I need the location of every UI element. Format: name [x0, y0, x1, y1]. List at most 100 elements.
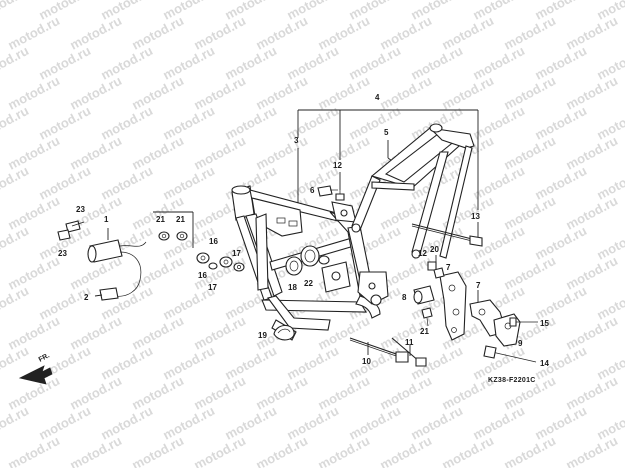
callout-7-right: 7 [476, 281, 481, 290]
watermark-text: motod.ru [5, 73, 62, 113]
watermark-text: motod.ru [0, 43, 31, 83]
watermark-text: motod.ru [5, 433, 62, 468]
watermark-text: motod.ru [129, 373, 186, 413]
watermark-text: motod.ru [5, 253, 62, 293]
watermark-text: motod.ru [532, 163, 589, 203]
callout-17-lower: 17 [208, 283, 217, 292]
ignition-coil [87, 239, 147, 301]
watermark-text: motod.ru [501, 193, 558, 233]
watermark-text: motod.ru [129, 253, 186, 293]
bolt-21-right [421, 307, 433, 327]
watermark-text: motod.ru [501, 73, 558, 113]
watermark-text: motod.ru [0, 0, 31, 23]
watermark-text: motod.ru [253, 73, 310, 113]
watermark-text: motod.ru [377, 373, 434, 413]
front-direction-label: FR. [38, 352, 51, 364]
callout-4: 4 [375, 93, 380, 102]
watermark-text: motod.ru [160, 403, 217, 443]
bolt-12-right [427, 261, 437, 271]
callout-16-upper: 16 [209, 237, 218, 246]
collar-8 [413, 285, 435, 305]
watermark-text: motod.ru [532, 103, 589, 143]
leader-2 [94, 294, 103, 297]
watermark-text: motod.ru [284, 43, 341, 83]
watermark-text: motod.ru [160, 163, 217, 203]
watermark-text: motod.ru [36, 283, 93, 323]
callout-16-lower: 16 [198, 271, 207, 280]
long-bolt-13 [411, 223, 483, 247]
watermark-text: motod.ru [129, 313, 186, 353]
watermark-text: motod.ru [532, 43, 589, 83]
watermark-text: motod.ru [470, 43, 527, 83]
watermark-text: motod.ru [501, 253, 558, 293]
callout-17-upper: 17 [232, 249, 241, 258]
callout-22: 22 [304, 279, 313, 288]
watermark-text: motod.ru [0, 403, 31, 443]
callout-19: 19 [258, 331, 267, 340]
watermark-text: motod.ru [36, 163, 93, 203]
callout-21-right: 21 [420, 327, 429, 336]
watermark-text: motod.ru [0, 283, 31, 323]
nut-20 [433, 267, 445, 279]
watermark-text: motod.ru [98, 43, 155, 83]
callout-15: 15 [540, 319, 549, 328]
watermark-text: motod.ru [563, 313, 620, 353]
bolts-10-11 [349, 337, 427, 367]
watermark-text: motod.ru [377, 433, 434, 468]
watermark-text: motod.ru [439, 13, 496, 53]
callout-21-middle: 21 [176, 215, 185, 224]
watermark-text: motod.ru [129, 73, 186, 113]
nuts-pair-21 [158, 231, 188, 241]
watermark-text: motod.ru [408, 403, 465, 443]
watermark-text: motod.ru [377, 13, 434, 53]
callout-14: 14 [540, 359, 549, 368]
watermark-text: motod.ru [222, 103, 279, 143]
watermark-text: motod.ru [470, 403, 527, 443]
callout-20: 20 [430, 245, 439, 254]
watermark-text: motod.ru [315, 433, 372, 468]
watermark-text: motod.ru [67, 433, 124, 468]
callout-6: 6 [310, 186, 315, 195]
watermark-text: motod.ru [470, 163, 527, 203]
diagram-code: KZ38-F2201C [488, 377, 536, 384]
watermark-text: motod.ru [0, 163, 31, 203]
watermark-text: motod.ru [36, 103, 93, 143]
watermark-text: motod.ru [36, 43, 93, 83]
watermark-text: motod.ru [5, 13, 62, 53]
watermark-text: motod.ru [439, 433, 496, 468]
watermark-text: motod.ru [253, 13, 310, 53]
callout-12-right: 12 [418, 249, 427, 258]
watermark-text: motod.ru [191, 373, 248, 413]
watermark-text: motod.ru [191, 433, 248, 468]
watermark-text: motod.ru [129, 13, 186, 53]
watermark-text: motod.ru [191, 133, 248, 173]
watermark-text: motod.ru [160, 43, 217, 83]
leader-lines [107, 109, 479, 356]
watermark-text: motod.ru [532, 403, 589, 443]
callout-3: 3 [294, 136, 299, 145]
watermark-text: motod.ru [191, 73, 248, 113]
watermark-text: motod.ru [0, 103, 31, 143]
watermark-text: motod.ru [222, 403, 279, 443]
watermark-text: motod.ru [222, 343, 279, 383]
watermark-text: motod.ru [129, 193, 186, 233]
callout-labels: 4 5 3 12 6 13 1 23 23 21 21 16 17 16 17 … [58, 93, 549, 368]
watermark-text: motod.ru [470, 103, 527, 143]
callout-5: 5 [384, 128, 389, 137]
watermark-text: motod.ru [98, 403, 155, 443]
callout-18: 18 [288, 283, 297, 292]
watermark-text: motod.ru [222, 43, 279, 83]
watermark-text: motod.ru [501, 433, 558, 468]
callout-13: 13 [471, 212, 480, 221]
watermark-text: motod.ru [315, 373, 372, 413]
watermark-text: motod.ru [563, 433, 620, 468]
watermark-text: motod.ru [67, 373, 124, 413]
watermark-text: motod.ru [346, 103, 403, 143]
watermark-text: motod.ru [439, 73, 496, 113]
callout-23-lower: 23 [58, 249, 67, 258]
collars-16-17 [196, 252, 245, 272]
fasteners-left [57, 220, 85, 241]
watermark-text: motod.ru [98, 343, 155, 383]
watermark-text: motod.ru [563, 133, 620, 173]
